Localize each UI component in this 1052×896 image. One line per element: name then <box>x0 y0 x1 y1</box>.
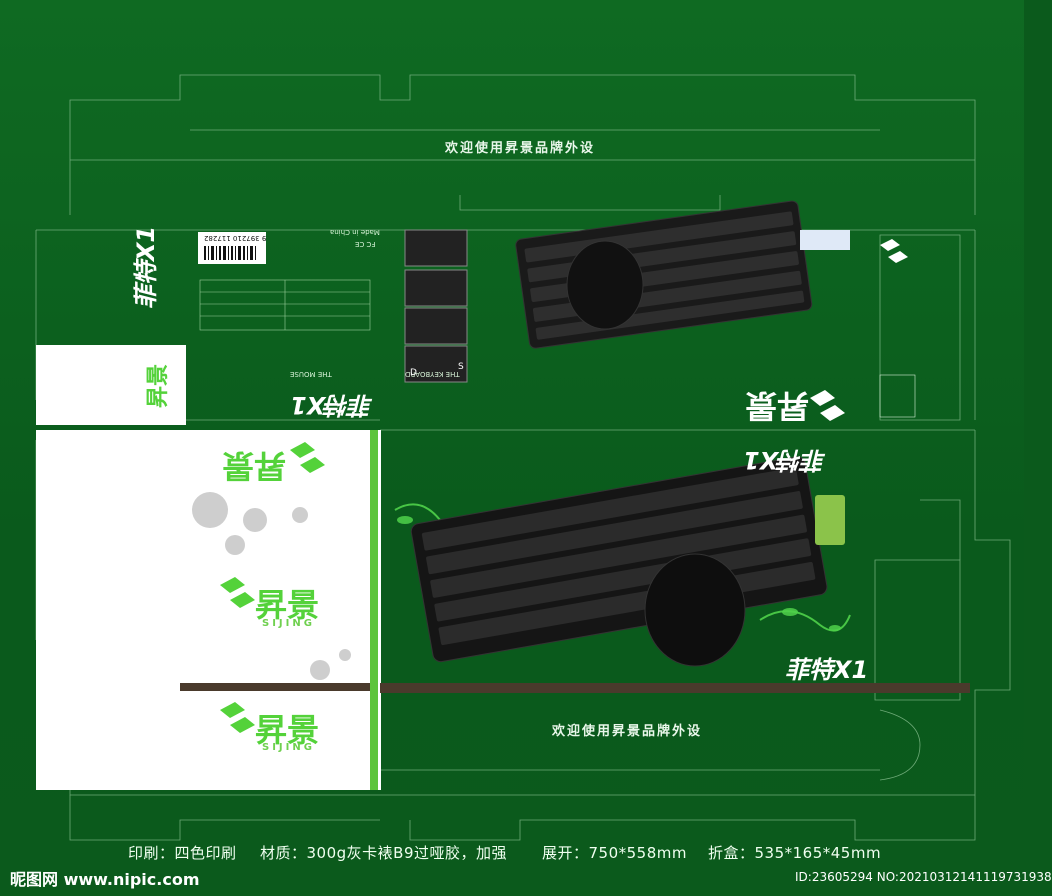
brand-mark-icons <box>220 239 908 733</box>
white-front-panel <box>36 430 381 790</box>
label-made-in: Made in China <box>330 228 380 236</box>
spec-box: 折盒：535*165*45mm <box>708 844 882 862</box>
brown-stripe-right <box>380 683 970 693</box>
welcome-banner-bottom: 欢迎使用昇景品牌外设 <box>552 724 703 739</box>
brand-name-en-white-2: SIJING <box>262 742 315 753</box>
brand-name-cn-white-2: 昇景 <box>255 711 320 749</box>
spec-print: 印刷：四色印刷 <box>128 844 237 862</box>
white-side-panel-top <box>36 345 186 425</box>
label-fc-ce: FC CE <box>355 240 376 248</box>
brown-stripe-left <box>180 683 370 691</box>
brand-name-en-white-1: SIJING <box>262 618 315 629</box>
green-divider-bar <box>370 430 378 790</box>
keyboard-mouse-illustration-top <box>198 200 916 667</box>
keycap-d: D <box>410 368 417 378</box>
barcode-number: 9 397210 117282 <box>204 234 267 242</box>
product-name-front: 菲特X1 <box>785 656 869 684</box>
keycap-s: S <box>458 362 464 372</box>
label-mouse-en: THE MOUSE <box>290 370 332 378</box>
spec-unfold: 展开：750*558mm <box>542 844 687 862</box>
welcome-banner-top: 欢迎使用昇景品牌外设 <box>445 141 596 156</box>
image-id: ID:23605294 NO:20210312141119731938 <box>795 870 1052 884</box>
watermark-text: 昵图网 www.nipic.com <box>10 870 200 889</box>
spec-material: 材质：300g灰卡裱B9过哑胶，加强 <box>260 844 507 862</box>
brand-name-cn-white-1: 昇景 <box>255 586 320 624</box>
